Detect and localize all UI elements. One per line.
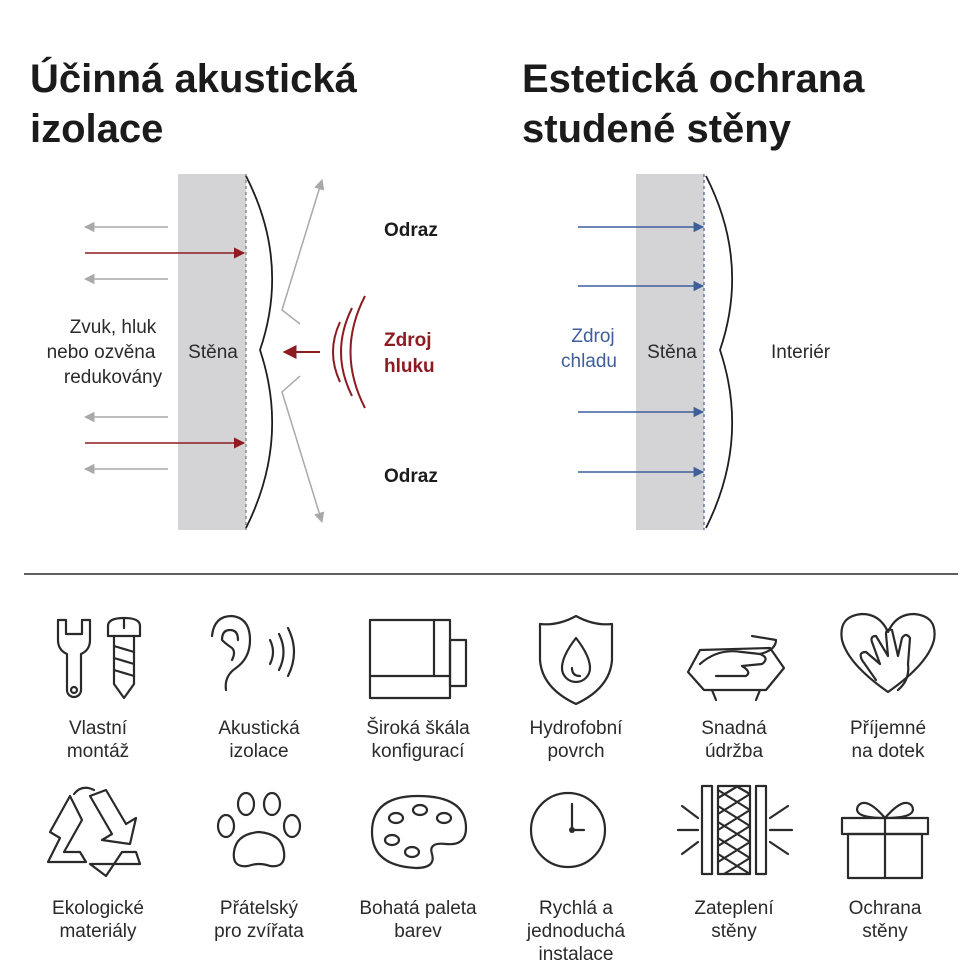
feature-label: Široká škála xyxy=(366,717,470,739)
reduced-label-line-1: Zvuk, hluk xyxy=(70,317,157,338)
left-wall xyxy=(178,174,246,530)
left-title-line-1: Účinná akustická xyxy=(30,55,358,101)
feature-label: pro zvířata xyxy=(214,921,304,942)
feature-label: stěny xyxy=(711,921,757,942)
feature-label: materiály xyxy=(59,921,137,942)
reduced-label-line-3: redukovány xyxy=(64,367,163,388)
feature-label: Rychlá a xyxy=(539,898,613,919)
feature-label: Snadná xyxy=(701,718,767,739)
wrench-screw-icon xyxy=(56,616,142,700)
feature-label: stěny xyxy=(862,921,908,942)
reflection-arrow-top xyxy=(281,178,325,325)
feature-label: konfigurací xyxy=(372,741,466,762)
palette-icon xyxy=(370,794,468,870)
shield-drop-icon xyxy=(538,614,614,706)
feature-label: Vlastní xyxy=(69,718,128,739)
feature-label: Příjemné xyxy=(850,718,926,739)
left-title-line-2: izolace xyxy=(30,107,163,151)
feature-label: Ochrana xyxy=(849,898,922,919)
reflection-arrow-bottom xyxy=(281,375,325,524)
feature-label: barev xyxy=(394,921,442,942)
cold-source-label-line-1: Zdroj xyxy=(571,326,614,347)
sound-wave-2 xyxy=(340,307,353,397)
ear-sound-icon xyxy=(210,614,296,692)
feature-label: Bohatá paleta xyxy=(359,898,477,919)
right-panel: Estetická ochrana studené stěny Stěna Zd… xyxy=(522,57,865,530)
feature-label: jednoduchá xyxy=(526,921,626,942)
noise-source-label-line-2: hluku xyxy=(384,356,435,377)
left-acoustic-panel xyxy=(245,175,274,529)
insulation-layers-icon xyxy=(676,784,794,876)
gift-box-icon xyxy=(840,801,930,880)
recycle-icon xyxy=(46,786,142,878)
feature-label: údržba xyxy=(705,741,764,762)
clock-icon xyxy=(529,791,607,869)
sound-wave-3 xyxy=(349,295,366,409)
interior-label: Interiér xyxy=(771,342,831,363)
cold-source-label-line-2: chladu xyxy=(561,351,617,372)
reflection-label-bottom: Odraz xyxy=(384,466,438,487)
right-title-line-2: studené stěny xyxy=(522,107,792,151)
heart-hand-icon xyxy=(840,612,936,694)
feature-label: instalace xyxy=(539,944,614,965)
feature-label: Ekologické xyxy=(52,898,144,919)
feature-label: Akustická xyxy=(218,718,300,739)
paw-icon xyxy=(216,791,302,868)
right-protective-panel xyxy=(705,175,734,529)
panel-configuration-icon xyxy=(368,618,468,700)
feature-label: na dotek xyxy=(852,741,925,762)
feature-label: Zateplení xyxy=(694,898,774,919)
hand-wipe-icon xyxy=(686,634,786,702)
right-title-line-1: Estetická ochrana xyxy=(522,57,865,101)
feature-label: Přátelský xyxy=(220,898,299,919)
sound-wave-1 xyxy=(332,321,341,383)
feature-label: povrch xyxy=(547,741,604,762)
feature-label: montáž xyxy=(67,741,129,762)
feature-label: izolace xyxy=(229,741,288,762)
reduced-label-line-2: nebo ozvěna xyxy=(47,342,156,363)
left-wall-label: Stěna xyxy=(188,342,238,363)
noise-source-label-line-1: Zdroj xyxy=(384,330,432,351)
reflection-label-top: Odraz xyxy=(384,220,438,241)
feature-label: Hydrofobní xyxy=(530,718,624,739)
left-panel: Účinná akustická izolace Stěna Zvuk, hlu… xyxy=(30,55,438,530)
feature-grid: Vlastní montáž Akustická izolace Široká … xyxy=(46,612,936,965)
right-wall-label: Stěna xyxy=(647,342,697,363)
right-wall xyxy=(636,174,704,530)
